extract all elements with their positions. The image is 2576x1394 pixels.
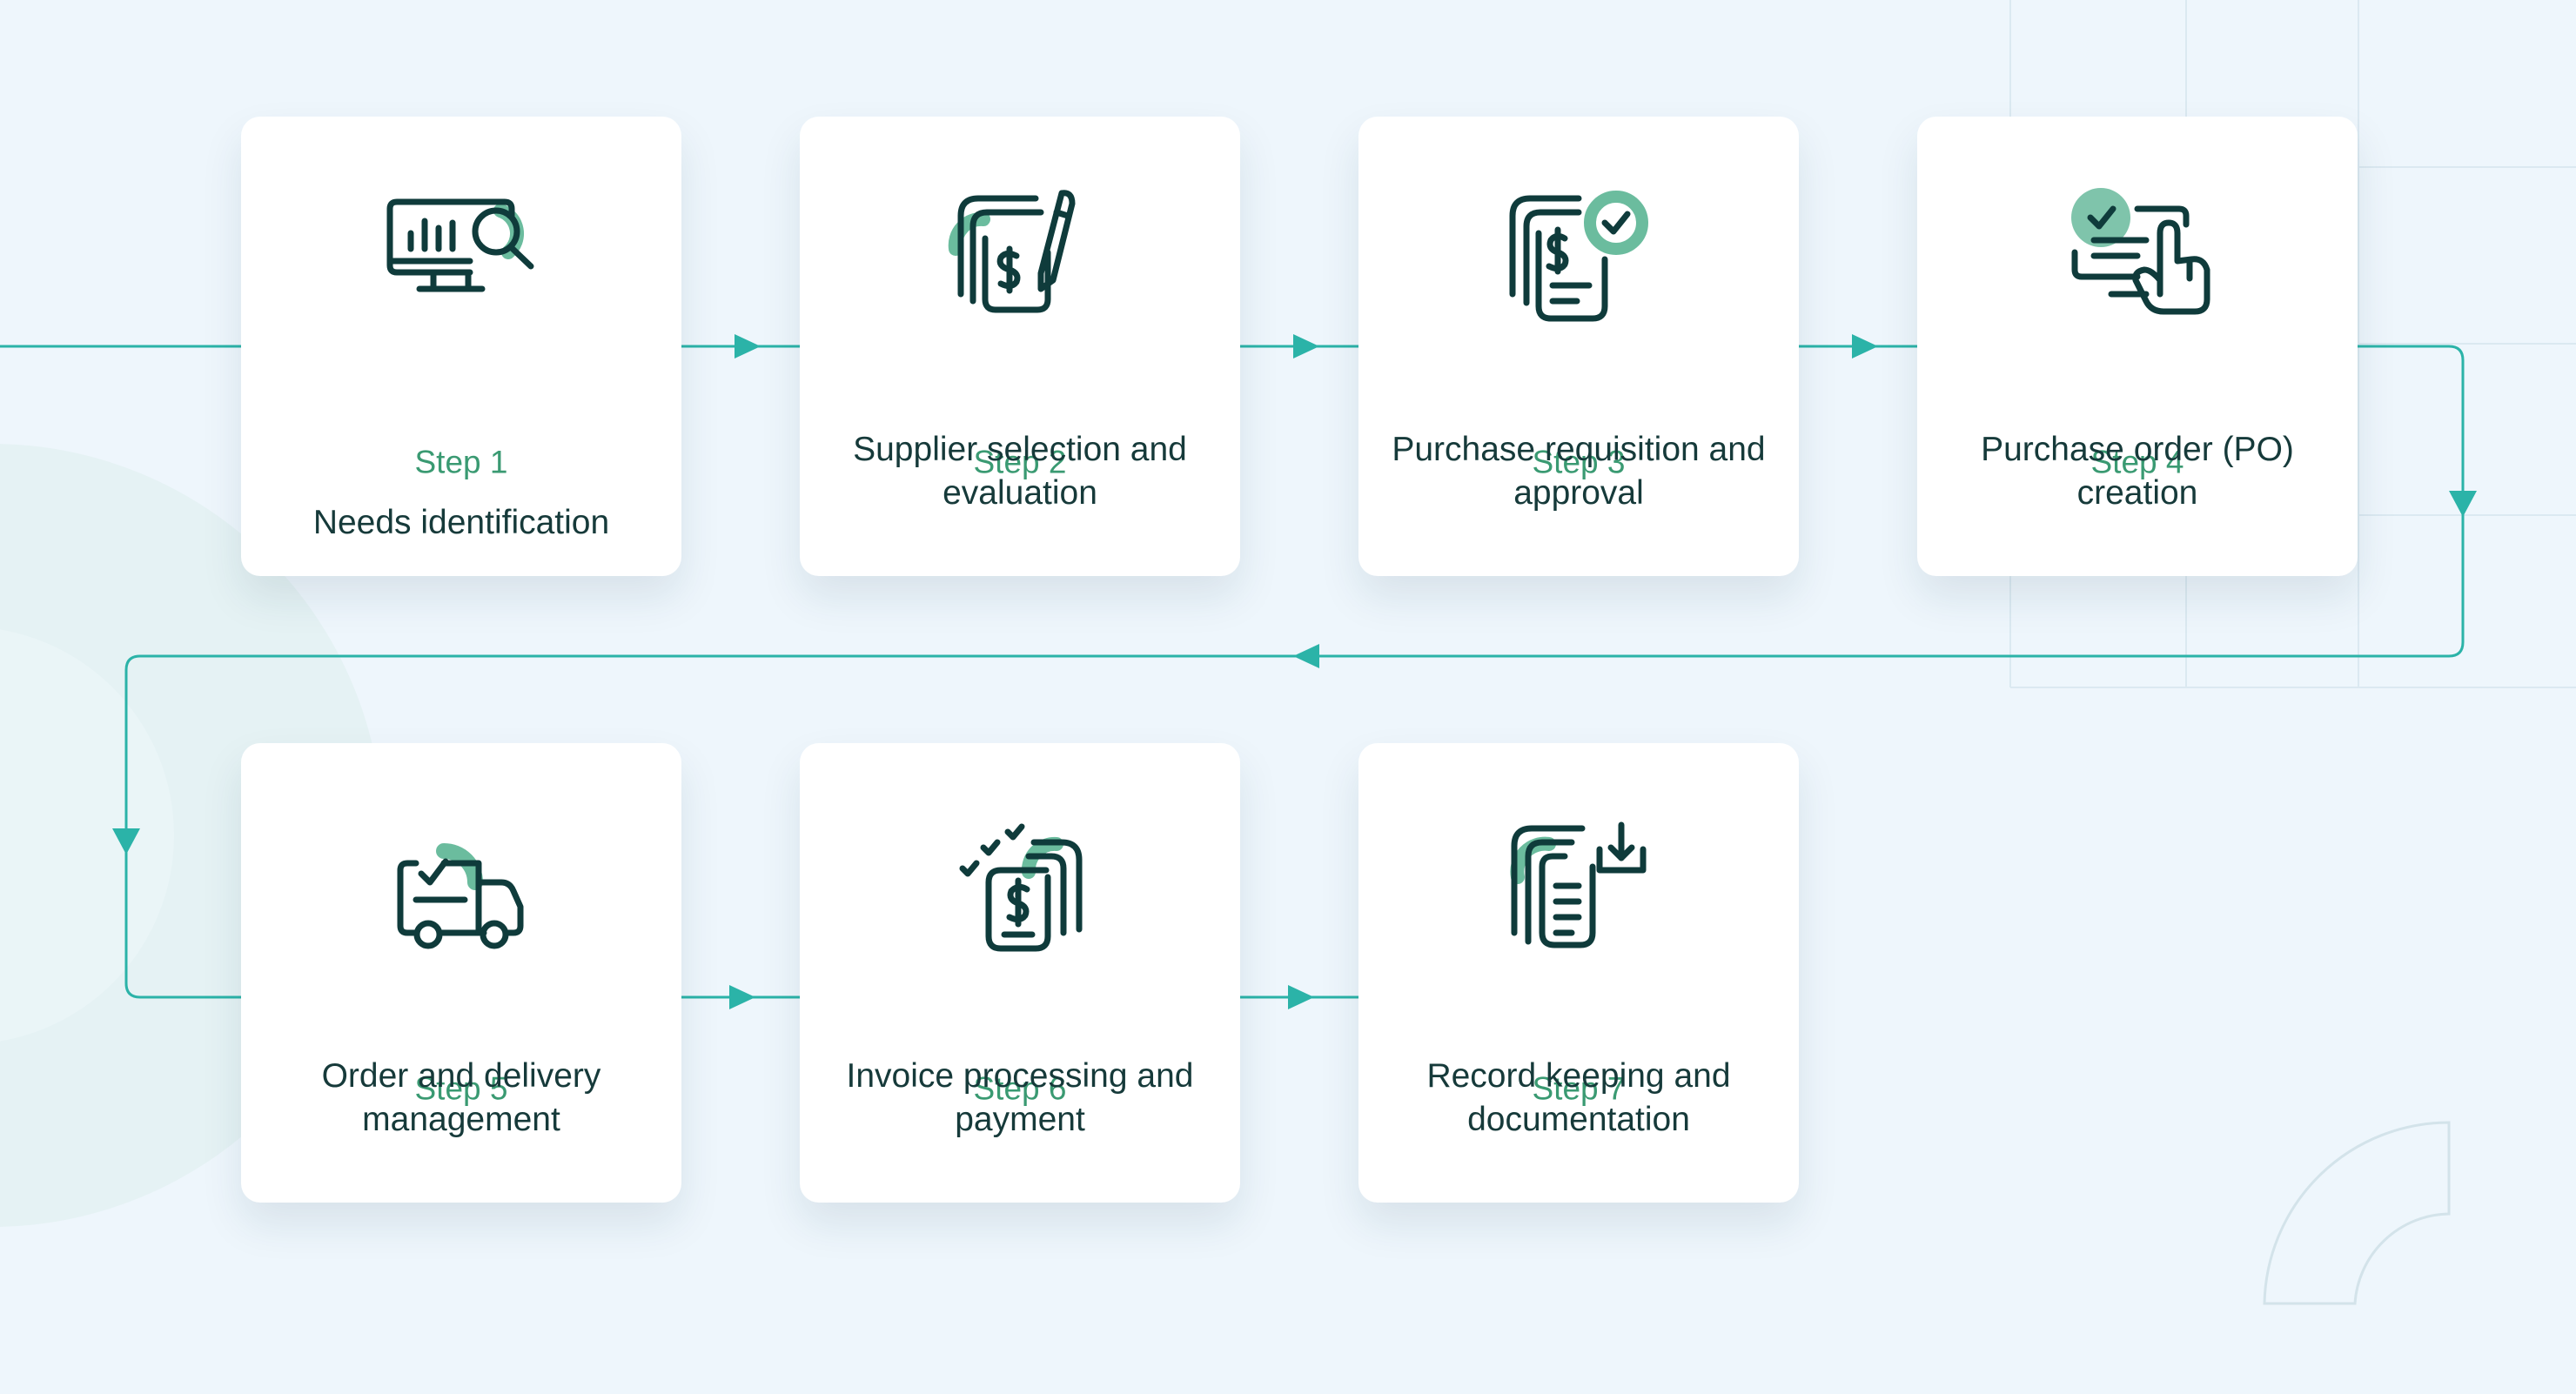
- step-label: Step 7: [1532, 1070, 1626, 1107]
- step-card-4: Step 4 Purchase order (PO) creation: [1917, 117, 2358, 576]
- step-card-7: Step 7 Record keeping and documentation: [1358, 743, 1799, 1203]
- step-card-6: Step 6 Invoice processing and payment: [800, 743, 1240, 1203]
- monitor-chart-search-icon: [386, 198, 534, 292]
- step-title: Purchase requisition and approval: [1392, 431, 1766, 512]
- step-label: Step 6: [973, 1070, 1067, 1107]
- step-title: Invoice processing and payment: [846, 1057, 1194, 1138]
- flow-arrowheads: [112, 334, 2477, 1009]
- invoice-checklist-dollar-icon: [959, 823, 1083, 952]
- step-card-5: Step 5 Order and delivery management: [241, 743, 681, 1203]
- step-title: Purchase order (PO) creation: [1981, 431, 2294, 512]
- step-title: Order and delivery management: [321, 1057, 601, 1138]
- step-card-2: Step 2 Supplier selection and evaluation: [800, 117, 1240, 576]
- step-card-3: Step 3 Purchase requisition and approval: [1358, 117, 1799, 576]
- step-label: Step 4: [2090, 444, 2184, 480]
- step-title: Needs identification: [312, 504, 610, 541]
- step-title: Record keeping and documentation: [1426, 1057, 1731, 1138]
- document-dollar-pen-icon: [948, 190, 1076, 313]
- delivery-truck-check-icon: [397, 843, 524, 949]
- document-download-archive-icon: [1510, 821, 1647, 948]
- step-card-1: Step 1 Needs identification: [241, 117, 681, 576]
- step-label: Step 3: [1532, 444, 1626, 480]
- form-click-checkmark-icon: [2071, 188, 2210, 315]
- step-title: Supplier selection and evaluation: [853, 431, 1187, 512]
- step-label: Step 5: [414, 1070, 508, 1107]
- document-dollar-checkmark-icon: [1509, 191, 1648, 322]
- step-label: Step 1: [414, 444, 508, 480]
- step-label: Step 2: [973, 444, 1067, 480]
